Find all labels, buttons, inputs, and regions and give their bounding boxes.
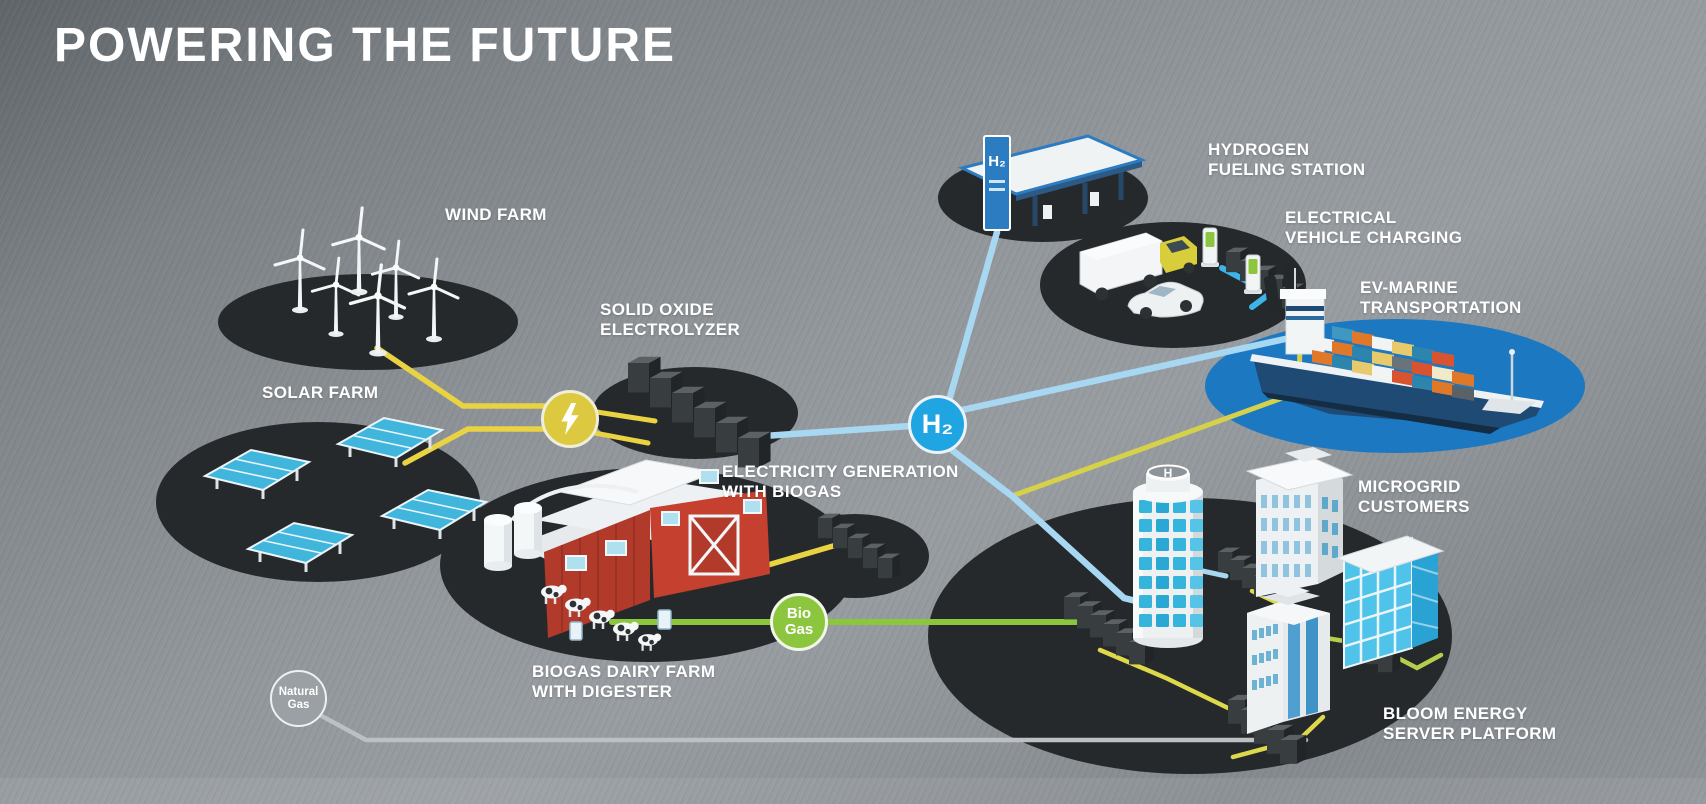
electricity-node <box>541 390 599 448</box>
tower-building-icon: H <box>1133 464 1203 648</box>
natural-gas-node: Natural Gas <box>270 670 327 727</box>
label-line: WITH DIGESTER <box>532 682 673 702</box>
label-line: ELECTRICAL <box>1285 208 1397 227</box>
bio-gas-node: Bio Gas <box>770 593 828 651</box>
station-sign-label: H₂ <box>988 153 1006 170</box>
hydrogen-node: H₂ <box>908 395 967 454</box>
label-wind-farm: WIND FARM <box>445 205 547 225</box>
wind-power-line <box>374 345 559 409</box>
label-line: ELECTRICITY GENERATION <box>722 462 959 481</box>
label-line: FUELING STATION <box>1208 160 1366 180</box>
label-bloom-energy-server-platform: BLOOM ENERGY SERVER PLATFORM <box>1383 704 1557 745</box>
h2-station-line <box>946 228 1001 401</box>
label-biogas-dairy-farm: BIOGAS DAIRY FARM WITH DIGESTER <box>532 662 715 703</box>
office-building-icon <box>1245 447 1354 597</box>
helipad-icon <box>1147 464 1189 480</box>
natural-gas-line <box>315 711 1309 743</box>
page-title: POWERING THE FUTURE <box>54 19 676 72</box>
microgrid-illustration: H <box>1064 447 1445 764</box>
h2-ev-marine-line <box>958 335 1289 414</box>
h2-microgrid-line <box>944 443 1140 605</box>
electrolyzer-h2-line <box>746 422 914 441</box>
label-line: SERVER PLATFORM <box>1383 724 1557 744</box>
tall-building-icon <box>1247 586 1330 734</box>
lightning-bolt-icon <box>561 403 579 435</box>
label-line: EV-MARINE <box>1360 278 1459 297</box>
bio-gas-node-label: Bio <box>786 605 812 623</box>
label-line: BIOGAS DAIRY FARM <box>532 662 716 681</box>
natural-gas-node-label: Natural <box>278 686 319 699</box>
ev-car-icon <box>1127 281 1204 319</box>
digester-tank-icon <box>484 502 542 571</box>
container-stack-icon <box>1312 326 1474 401</box>
label-solar-farm: SOLAR FARM <box>262 383 378 403</box>
label-electricity-generation: ELECTRICITY GENERATION WITH BIOGAS <box>722 462 959 503</box>
ev-truck-icon <box>1079 232 1197 301</box>
label-microgrid-customers: MICROGRID CUSTOMERS <box>1358 477 1470 518</box>
natural-gas-node-label: Gas <box>287 698 310 711</box>
cow-herd-icon <box>539 583 672 652</box>
label-solid-oxide-electrolyzer: SOLID OXIDE ELECTROLYZER <box>600 300 740 341</box>
label-hydrogen-fueling-station: HYDROGEN FUELING STATION <box>1208 140 1365 181</box>
label-line: WIND FARM <box>445 205 547 224</box>
label-electrical-vehicle-charging: ELECTRICAL VEHICLE CHARGING <box>1285 208 1462 249</box>
label-line: SOLAR FARM <box>262 383 379 402</box>
label-line: BLOOM ENERGY <box>1383 704 1528 723</box>
bio-gas-node-label: Gas <box>784 621 814 638</box>
label-line: MICROGRID <box>1358 477 1461 496</box>
label-line: CUSTOMERS <box>1358 497 1470 517</box>
ev-charging-illustration <box>1079 227 1305 319</box>
microgrid-internal-line-1 <box>1097 647 1231 711</box>
hydrogen-station-icon: H₂ <box>957 134 1147 231</box>
label-line: SOLID OXIDE <box>600 300 714 319</box>
label-ev-marine-transportation: EV-MARINE TRANSPORTATION <box>1360 278 1522 319</box>
container-ship-icon <box>1250 261 1544 434</box>
solar-power-line <box>402 426 559 466</box>
label-line: WITH BIOGAS <box>722 482 842 502</box>
glass-building-icon <box>1335 535 1445 670</box>
label-line: HYDROGEN <box>1208 140 1310 159</box>
dairy-farm-illustration <box>484 459 770 652</box>
label-line: VEHICLE CHARGING <box>1285 228 1463 248</box>
microgrid-internal-line-4 <box>1391 652 1444 671</box>
label-line: ELECTROLYZER <box>600 320 741 340</box>
helipad-letter: H <box>1164 466 1173 480</box>
wind-farm-site <box>218 274 518 370</box>
label-line: TRANSPORTATION <box>1360 298 1522 318</box>
hydrogen-node-label: H₂ <box>921 409 954 440</box>
